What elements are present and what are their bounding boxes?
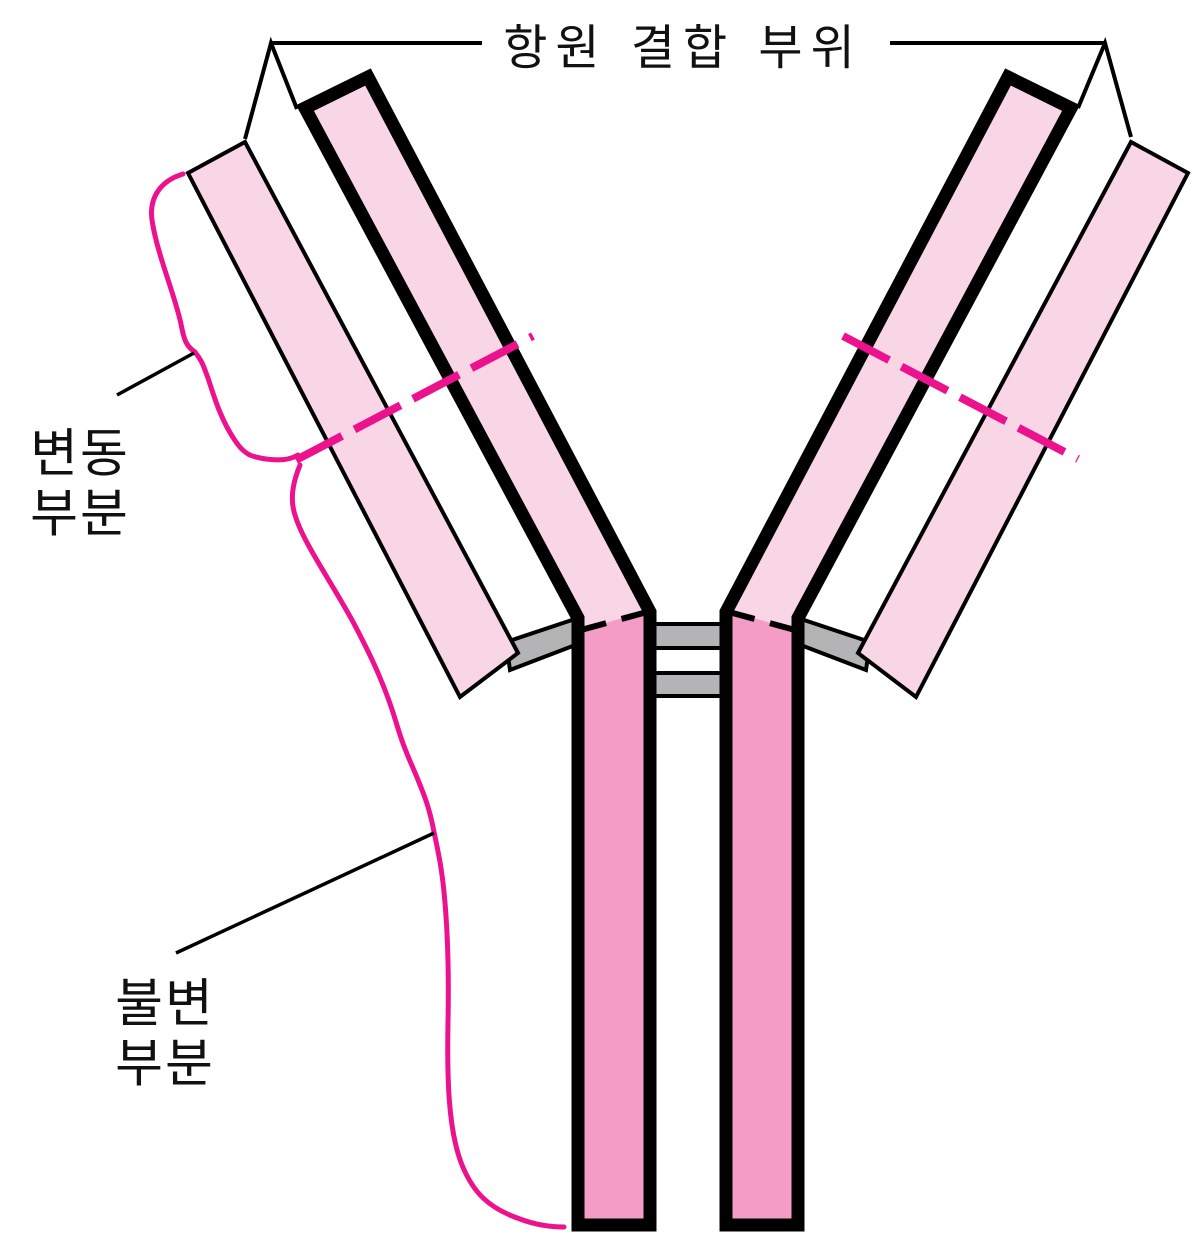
variable-label-pointer-line (116, 351, 195, 397)
hinge-dash-left (580, 609, 648, 633)
variable-region-bracket (149, 171, 301, 463)
light-heavy-connector-left (503, 615, 580, 673)
light-chain-right (855, 139, 1191, 701)
callout-v-left (243, 36, 299, 140)
constant-region-bracket (289, 462, 567, 1230)
variable-region-label-line1: 변동 (30, 424, 130, 485)
heavy-chain-stem-left (584, 612, 644, 1219)
constant-region-label-line1: 불변 (115, 974, 215, 1035)
hinge-dash-right (728, 609, 796, 633)
region-boundary-dash-right (841, 332, 1080, 463)
light-chain-left (185, 139, 521, 701)
variable-region-label-line2: 부분 (30, 485, 130, 545)
light-heavy-connector-right (796, 615, 873, 673)
disulfide-bond-bottom (645, 671, 731, 698)
variable-region-label: 변동 부분 (30, 425, 130, 546)
constant-region-label-line2: 부분 (115, 1035, 215, 1095)
heavy-chain-stem-right (732, 612, 792, 1219)
region-boundary-dash-left (294, 332, 535, 464)
disulfide-bond-top (645, 622, 731, 650)
constant-region-label: 불변 부분 (115, 975, 215, 1096)
callout-v-right (1076, 36, 1133, 138)
constant-label-pointer-line (175, 831, 435, 955)
antigen-binding-site-label: 항원 결합 부위 (503, 20, 863, 76)
